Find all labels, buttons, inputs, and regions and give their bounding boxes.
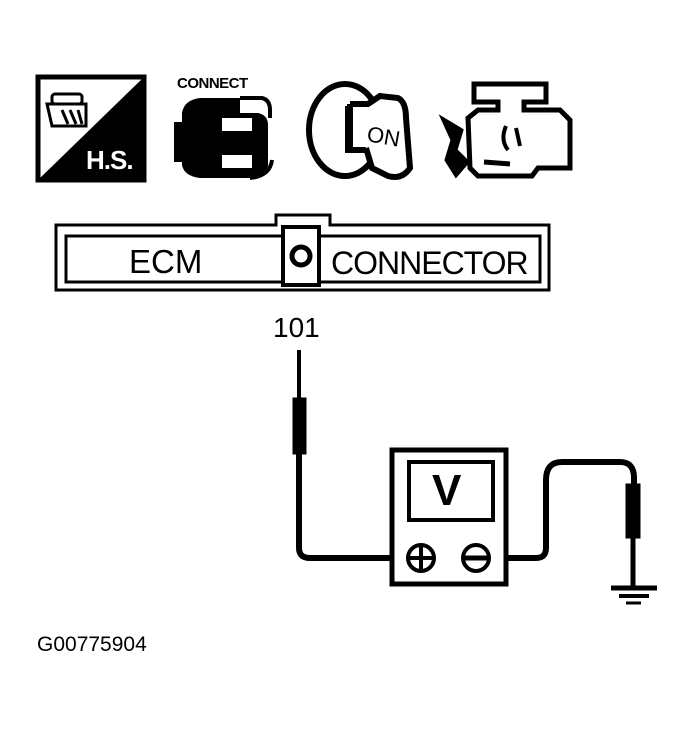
positive-test-lead [292, 350, 412, 561]
positive-terminal-icon [406, 543, 436, 573]
ecm-connector-box [54, 213, 551, 292]
voltmeter [389, 447, 509, 587]
ecm-label: ECM [129, 243, 203, 280]
ignition-key-on-icon [306, 81, 414, 180]
figure-id: G00775904 [37, 633, 147, 656]
connector-label: CONNECTOR [331, 245, 529, 281]
negative-terminal-icon [461, 543, 491, 573]
meter-display-v: V [432, 466, 462, 515]
ignition-on-label: ON [365, 121, 403, 152]
connector-connect-icon [174, 96, 274, 180]
terminal-number: 101 [273, 312, 320, 343]
hs-label: H.S. [86, 145, 134, 175]
negative-test-lead [490, 459, 641, 586]
engine-check-icon [438, 81, 573, 179]
ground-symbol-icon [611, 585, 657, 605]
connect-label: CONNECT [177, 75, 248, 92]
hand-service-icon [35, 74, 147, 183]
